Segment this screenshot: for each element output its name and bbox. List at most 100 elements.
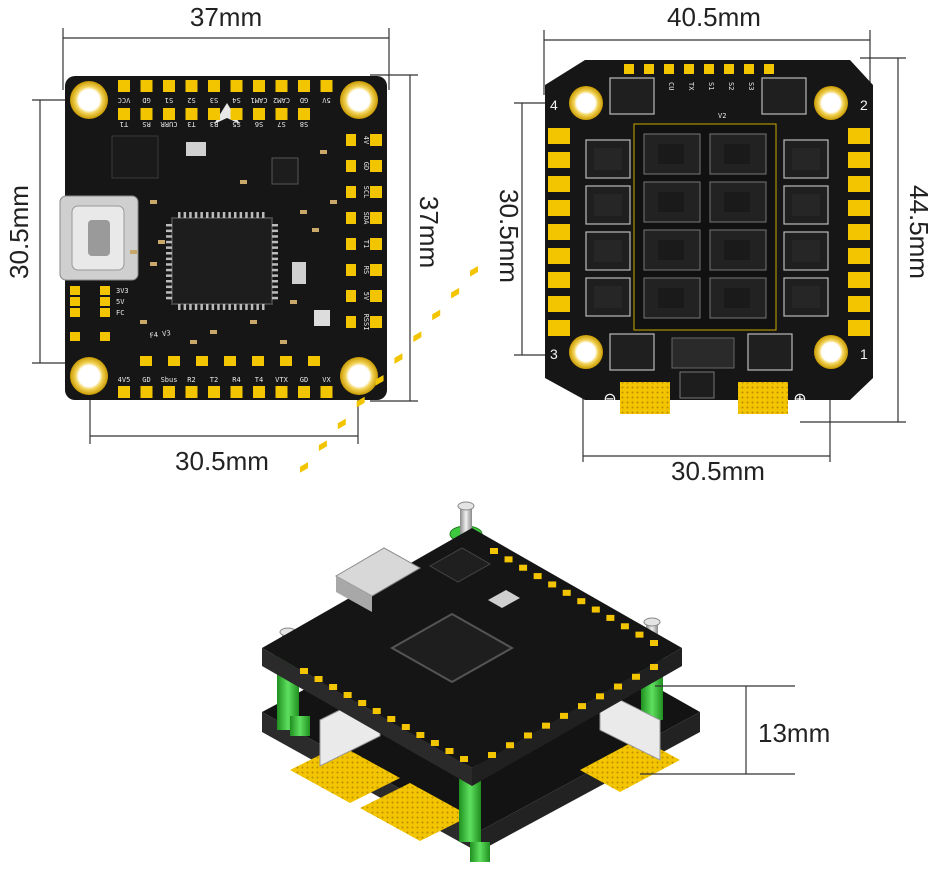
fc-inner-pad: [280, 356, 292, 366]
fc-hole-tl: [70, 81, 108, 119]
mcu-pin: [245, 304, 248, 310]
mcu-pin: [166, 257, 172, 261]
fc-top-pad: [230, 80, 243, 92]
stack-fc-pad: [488, 752, 496, 758]
stack-fc-pad: [387, 716, 396, 722]
esc-mosfet-body: [792, 194, 820, 216]
fc-left-pad: [100, 286, 110, 295]
esc-driver-core: [724, 144, 750, 164]
mcu-pin: [272, 280, 278, 283]
mcu-pin: [272, 240, 278, 244]
fc-left-pad: [100, 332, 110, 341]
fc-bottom-pad-label: R2: [187, 376, 195, 384]
fc-top-pad-row2: [163, 108, 175, 120]
mcu-pin: [272, 257, 278, 261]
fc-hole-height-label: 30.5mm: [4, 185, 34, 279]
esc-left-motor-pad: [548, 248, 570, 264]
mcu-pin: [256, 304, 259, 310]
mcu-pin: [166, 246, 172, 249]
mcu-pin: [211, 212, 215, 218]
esc-driver-chips: [643, 133, 767, 319]
mcu-pin: [272, 235, 278, 238]
esc-negative-pad: [620, 382, 670, 414]
mcu-pin: [194, 212, 198, 218]
stack-crystal: [488, 590, 520, 608]
esc-left-motor-pad: [548, 320, 570, 336]
esc-mosfet: [747, 333, 793, 371]
esc-driver-core: [658, 144, 684, 164]
fc-bottom-pad-label: GD: [142, 376, 150, 384]
fc-passive: [140, 320, 147, 324]
fc-top-pad-row2-label: T3: [187, 120, 195, 128]
stack-fc-pad: [337, 418, 346, 430]
stack-fc-pad: [356, 396, 365, 408]
stack-usb-c-port: [334, 547, 422, 597]
fc-passive: [300, 210, 307, 214]
esc-left-motor-pad: [548, 224, 570, 240]
esc-driver-core: [724, 192, 750, 212]
fc-right-pad: [370, 290, 382, 302]
stack-fc-pad: [560, 712, 568, 719]
fc-right-pad-inner: [346, 264, 356, 276]
fc-right-pad-inner: [346, 134, 356, 146]
fc-passive: [250, 320, 257, 324]
fc-bottom-pad: [208, 386, 220, 398]
esc-corner-2: 2: [860, 97, 868, 113]
fc-right-pad-inner: [346, 316, 356, 328]
mcu-pin: [234, 212, 237, 218]
mcu-pin: [250, 304, 254, 310]
fc-top-pad-row2: [185, 108, 198, 120]
stack-fc-pad: [606, 614, 615, 621]
mcu-pin: [183, 304, 187, 310]
stack-fc-pad: [470, 266, 478, 277]
gyro-chip: [111, 135, 159, 179]
fc-top-pad-row2: [275, 108, 288, 120]
standoff-bolt: [460, 506, 472, 534]
mcu-pin: [166, 224, 172, 227]
esc-right-motor-pad: [848, 296, 870, 312]
fc-bottom-pad: [118, 386, 130, 398]
esc-side-pads: [548, 128, 870, 336]
led: [314, 310, 330, 326]
fc-top-pad-row2: [230, 108, 243, 120]
fc-top-pad-label: CAM2: [273, 96, 290, 104]
stack-group: 13mm: [262, 266, 830, 862]
esc-left-motor-pad: [548, 152, 570, 168]
fc-top-pad-row2-label: S8: [300, 120, 308, 128]
stack-fc-pad: [490, 548, 498, 554]
esc-top-pad: [684, 64, 694, 74]
esc-top-pad: [704, 64, 714, 74]
esc-right-motor-pad: [848, 224, 870, 240]
mcu-pin: [256, 212, 259, 218]
fc-right-pad-inner: [346, 160, 356, 172]
esc-hole-height-label: 30.5mm: [494, 189, 524, 283]
mcu-pin: [262, 304, 265, 310]
stack-esc-power-pad-left: [290, 745, 400, 803]
mcu-pin: [272, 285, 278, 289]
fc-top-pad-label: S2: [187, 96, 195, 104]
fc-right-pad-label: SCL: [362, 186, 370, 199]
stack-mcu-chip: [389, 612, 515, 684]
mcu-pin: [250, 212, 254, 218]
fc-right-pad-inner: [346, 238, 356, 250]
fc-right-pad-label: 4V: [362, 136, 370, 145]
fc-top-pad-row2: [208, 108, 220, 120]
fc-inner-pad: [196, 356, 208, 366]
fc-top-pad-row2-label: CURR: [160, 120, 178, 128]
stack-fc-pad: [375, 374, 384, 386]
fc-top-pad: [275, 80, 288, 92]
esc-top-pad-label: S3: [747, 82, 755, 90]
standoff-bolt-head: [643, 617, 661, 627]
mcu-pin: [166, 280, 172, 283]
esc-left-motor-pad: [548, 176, 570, 192]
stack-fc-pad: [614, 683, 622, 690]
stack-fc-pad: [300, 668, 308, 674]
stack-fc-pad: [635, 631, 644, 638]
fc-right-pad: [370, 238, 382, 250]
fc-top-pad: [208, 80, 220, 92]
